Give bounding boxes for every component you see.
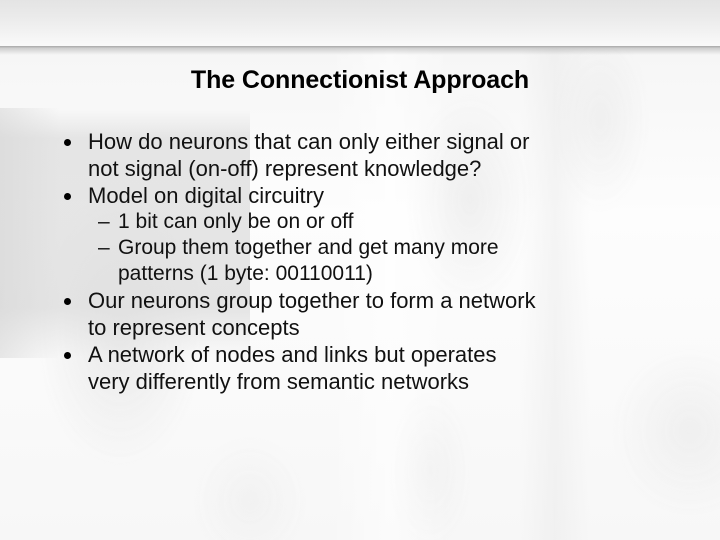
bullet-dot-icon bbox=[64, 139, 71, 146]
background-gray-column bbox=[520, 0, 590, 540]
bullet-item: Model on digital circuitry bbox=[56, 182, 704, 209]
bullet-item: Our neurons group together to form a net… bbox=[56, 287, 704, 341]
sub-bullet-item: – Group them together and get many more … bbox=[56, 235, 704, 287]
bullet-text: Our neurons group together to form a net… bbox=[88, 288, 536, 340]
header-band bbox=[0, 0, 720, 46]
en-dash-icon: – bbox=[98, 236, 110, 259]
bullet-dot-icon bbox=[64, 298, 71, 305]
bullet-text: How do neurons that can only either sign… bbox=[88, 129, 530, 181]
en-dash-icon: – bbox=[98, 210, 110, 233]
background-light-column bbox=[330, 0, 450, 540]
header-divider-line bbox=[0, 46, 720, 48]
slide-title: The Connectionist Approach bbox=[190, 66, 530, 94]
sub-bullet-item: – 1 bit can only be on or off bbox=[56, 209, 704, 235]
sub-bullet-text: Group them together and get many more pa… bbox=[118, 236, 499, 285]
bullet-text: Model on digital circuitry bbox=[88, 183, 324, 208]
bullet-dot-icon bbox=[64, 352, 71, 359]
slide-body: How do neurons that can only either sign… bbox=[56, 128, 704, 395]
sub-bullet-text: 1 bit can only be on or off bbox=[118, 210, 354, 233]
bullet-text: A network of nodes and links but operate… bbox=[88, 342, 497, 394]
bullet-item: How do neurons that can only either sign… bbox=[56, 128, 704, 182]
header-divider-shadow bbox=[0, 48, 720, 55]
background-left-edge-wash bbox=[0, 108, 60, 358]
bullet-dot-icon bbox=[64, 193, 71, 200]
bullet-item: A network of nodes and links but operate… bbox=[56, 341, 704, 395]
